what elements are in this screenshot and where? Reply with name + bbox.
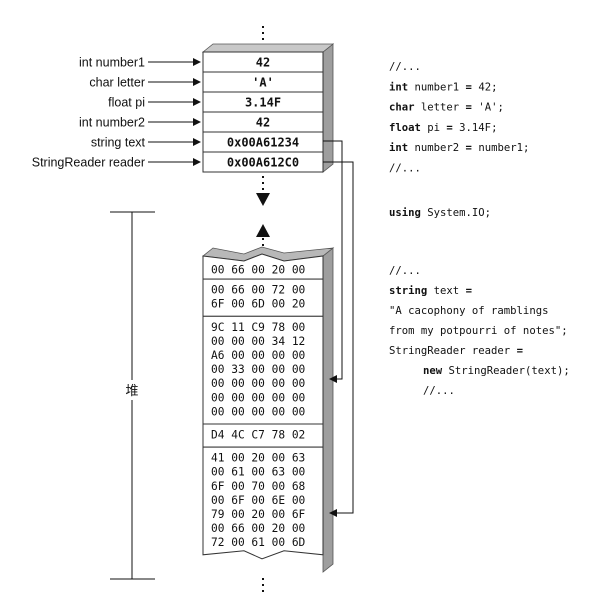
variable-label: string text — [91, 136, 146, 150]
variable-label: int number1 — [79, 56, 145, 70]
heap-bytes: 00 00 00 00 00 — [211, 391, 306, 404]
heap-bytes: 72 00 61 00 6D — [211, 536, 306, 549]
heap-bytes: 00 66 00 20 00 — [211, 522, 306, 535]
heap-bytes: 41 00 20 00 63 — [211, 452, 305, 465]
heap-growth-arrow-icon — [256, 224, 270, 237]
code-listing: //... int number1 = 42; char letter = 'A';… — [389, 61, 570, 397]
code-line: //... — [389, 163, 421, 175]
code-line: //... — [389, 61, 421, 73]
heap-bytes: 6F 00 6D 00 20 — [211, 298, 306, 311]
stack-cell-value: 0x00A612C0 — [227, 156, 299, 170]
reference-arrows — [323, 140, 354, 517]
heap-bytes: 00 33 00 00 00 — [211, 363, 306, 376]
code-line: int number2 = number1; — [389, 142, 529, 154]
heap-bytes: 00 6F 00 6E 00 — [211, 494, 306, 507]
heap-bytes: 79 00 20 00 6F — [211, 508, 306, 521]
heap-bytes: A6 00 00 00 00 — [211, 349, 306, 362]
variable-label: StringReader reader — [32, 156, 145, 170]
code-line: int number1 = 42; — [389, 81, 497, 93]
code-line: "A cacophony of ramblings — [389, 305, 548, 317]
heap-bytes: 00 00 00 00 00 — [211, 377, 306, 390]
heap-bytes: D4 4C C7 78 02 — [211, 429, 305, 442]
heap-bytes: 00 66 00 72 00 — [211, 284, 306, 297]
code-line: string text = — [389, 285, 472, 297]
heap-label-bg — [124, 380, 140, 400]
stack-growth-arrow-icon — [256, 193, 270, 206]
heap-bytes: 00 00 00 00 00 — [211, 405, 306, 418]
heap-bytes: 6F 00 70 00 68 — [211, 480, 306, 493]
stack-cell-value: 'A' — [252, 76, 274, 90]
variable-label: int number2 — [79, 116, 145, 130]
stack-cell-value: 3.14F — [245, 96, 281, 110]
heap-bytes: 9C 11 C9 78 00 — [211, 321, 306, 334]
heap-block — [202, 446, 324, 560]
heap-bytes: 00 61 00 63 00 — [211, 466, 306, 479]
code-line: //... — [389, 265, 421, 277]
code-line: using System.IO; — [389, 207, 491, 219]
code-line: float pi = 3.14F; — [389, 122, 497, 134]
heap-bytes: 00 00 00 34 12 — [211, 335, 305, 348]
heap-bytes: 00 66 00 20 00 — [211, 264, 306, 277]
code-line: char letter = 'A'; — [389, 102, 504, 114]
code-line: from my potpourri of notes"; — [389, 325, 568, 337]
stack-side-face — [322, 43, 334, 173]
stack-cell-value: 42 — [256, 116, 270, 130]
heap-block — [202, 278, 324, 317]
stack-cell-value: 42 — [256, 56, 270, 70]
code-line: new StringReader(text); — [423, 365, 570, 377]
heap-block — [202, 315, 324, 425]
code-line: StringReader reader = — [389, 345, 523, 357]
stack-top-face — [201, 43, 335, 53]
heap-side-face — [322, 247, 334, 573]
reader-reference-arrow — [323, 161, 354, 517]
stack-cell-value: 0x00A61234 — [227, 136, 299, 150]
heap-label: 堆 — [125, 384, 138, 399]
stack: 42 'A' 3.14F 42 0x00A61234 0x00A612C0 int num… — [32, 26, 335, 206]
variable-label: char letter — [89, 76, 145, 90]
code-line: //... — [423, 385, 455, 397]
text-reference-arrow — [323, 140, 343, 383]
variable-label: float pi — [108, 96, 145, 110]
